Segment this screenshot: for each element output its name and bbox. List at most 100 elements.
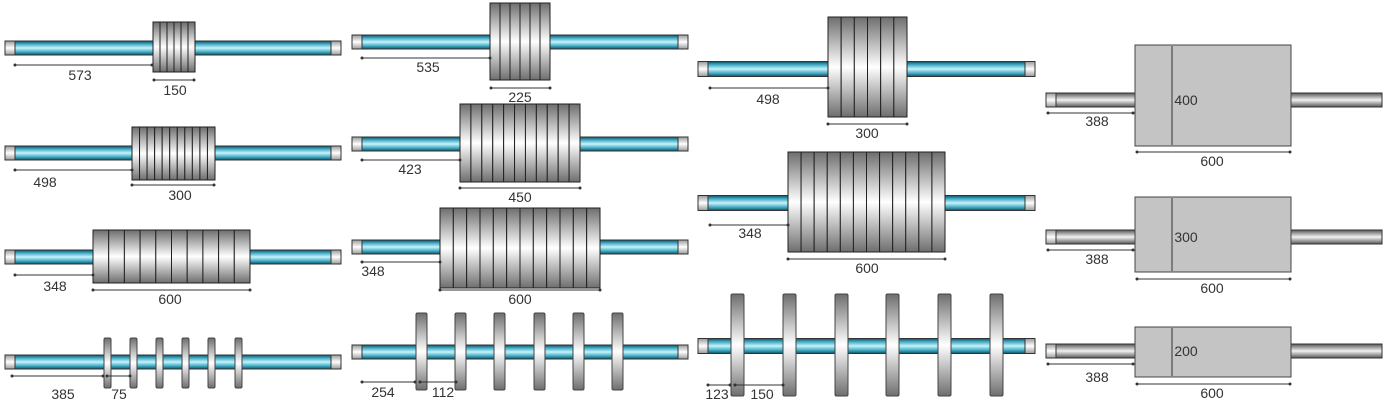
equivalent-disk-block [1134,196,1292,273]
disk [519,2,531,81]
disk [800,151,815,253]
disk [159,21,168,73]
dimension-arrow [1046,248,1050,252]
disk [466,207,481,289]
disk [572,207,588,289]
disk [481,103,494,183]
shaft-end-cap [1045,343,1057,359]
disk [532,207,548,289]
disk [880,16,895,118]
rotor-panel-c1r3: 348 600 [4,229,342,307]
dimension-arrow [360,260,364,264]
disk [509,2,521,81]
dimension-arrow [91,273,95,277]
dimension-arrow [1135,277,1139,281]
dimension-label: 348 [361,263,385,279]
shaft-end-cap [351,239,363,255]
shaft-end-cap [4,354,16,370]
shaft-end-cap [330,249,342,265]
dimension-label: 112 [432,384,455,400]
shaft-end-cap [4,40,16,56]
disk [187,21,196,73]
shaft-end-cap [4,145,16,161]
dimension-arrow [438,288,442,292]
shaft-end-cap [1024,195,1036,211]
shaft [697,338,1036,354]
disk [186,229,204,284]
disk [454,312,467,391]
dimension-arrow [826,86,830,90]
disk [514,103,526,183]
dimension-label: 300 [1174,229,1198,245]
disk [853,16,868,118]
dimension-arrow [943,257,947,261]
dimension-arrow [1046,362,1050,366]
disk [233,229,251,284]
disk [559,207,574,289]
shaft-end-cap [1024,61,1036,77]
dimension-label: 600 [158,291,182,307]
dimension-label: 388 [1085,251,1109,267]
disk [839,151,854,253]
dimension-arrow [152,78,156,82]
disk [171,229,188,284]
shaft [1288,92,1383,108]
disk [937,293,952,397]
dimension-label: 254 [371,384,395,400]
disk [146,126,156,181]
disk [207,337,216,389]
shaft-end-cap [1045,92,1057,108]
dimension-arrow [905,122,909,126]
dimension-arrow [248,288,252,292]
disk [131,126,141,181]
disk [905,151,920,253]
disk [129,337,138,389]
dimension-arrow [13,168,17,172]
rotor-panel-c4r2: 300 388 600 [1045,196,1383,296]
disk [879,151,894,253]
disk [931,151,946,253]
disk [479,207,494,289]
dimension-arrow [130,183,134,187]
shaft [4,354,342,370]
shaft-end-cap [677,136,689,152]
shaft-end-cap [697,61,709,77]
dimension-label: 400 [1174,92,1198,108]
dimension-arrow [360,380,364,384]
shaft-end-cap [1024,338,1036,354]
dimension-label: 388 [1085,369,1109,385]
dimension-label: 225 [508,89,532,105]
dimension-arrow [13,63,17,67]
dimension-label: 348 [43,278,67,294]
disk [152,21,161,73]
disk [202,229,220,284]
disk [787,151,802,253]
dimension-arrow [1131,362,1135,366]
disk [827,16,842,118]
disk [892,151,907,253]
disk [867,16,882,118]
disk [155,229,173,284]
dimension-arrow [706,383,710,387]
dimension-arrow [1046,111,1050,115]
disk [568,103,581,183]
disk [176,126,186,181]
disk [180,21,189,73]
disk [546,103,559,183]
disk [826,151,841,253]
dimension-arrow [1135,150,1139,154]
dimension-label: 75 [111,386,127,402]
dimension-label: 600 [1200,280,1224,296]
disk [218,229,235,284]
disk [439,207,454,289]
dimension-arrow [413,380,417,384]
dimension-label: 388 [1085,113,1109,129]
disk [166,21,175,73]
